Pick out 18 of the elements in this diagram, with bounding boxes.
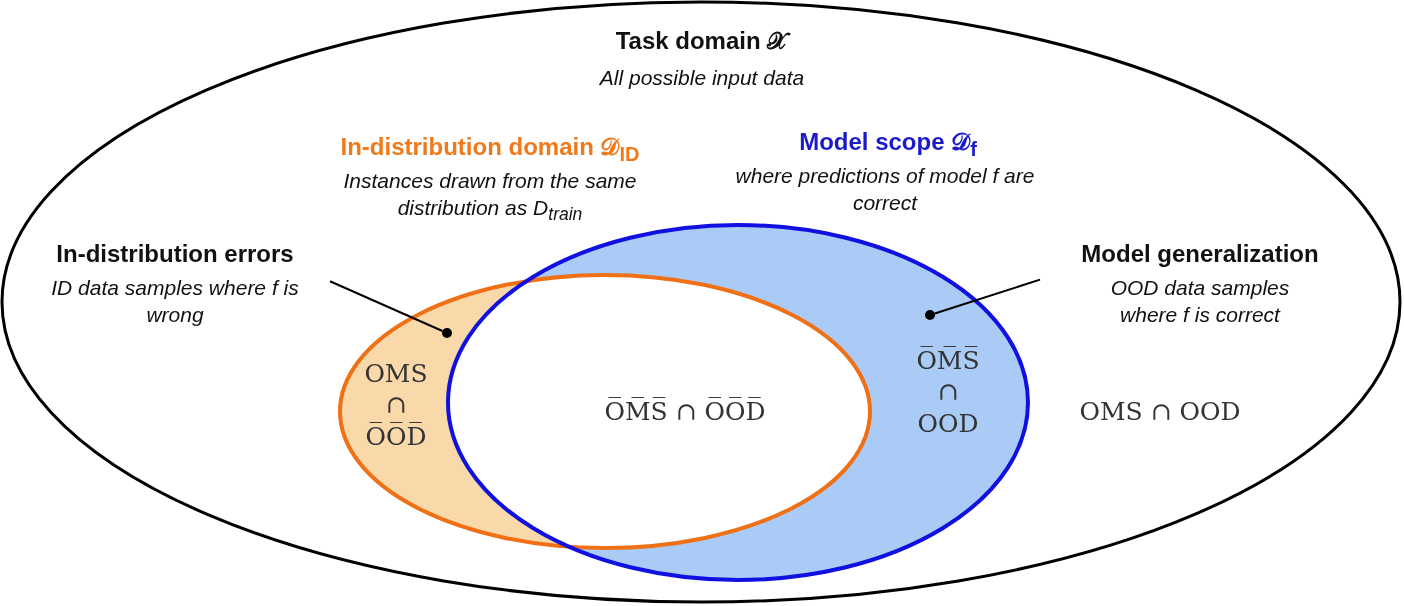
heading: Model generalization: [1080, 240, 1320, 268]
set-expression: O̅M̅S̅ ∩ OOD: [915, 345, 981, 439]
heading: In-distribution errors: [55, 240, 295, 268]
set-expression: O̅M̅S̅ ∩ O̅O̅D̅: [603, 396, 767, 428]
description: All possible input data: [598, 65, 806, 91]
heading: Task domain 𝒳: [614, 27, 792, 55]
description: where predictions of model f are correct: [734, 163, 1036, 217]
description: Instances drawn from the same distribution as D$_{train}$: [342, 168, 638, 227]
marker-dot: [442, 328, 452, 338]
set-expression: OMS ∩ O̅O̅D̅: [363, 358, 429, 452]
leader-line: [933, 278, 1041, 315]
heading: Model scope 𝒟$_{f}$: [798, 128, 978, 161]
set-expression: OMS ∩ OOD: [1078, 396, 1242, 428]
heading: In-distribution domain 𝒟$_{ID}$: [339, 133, 641, 166]
marker-dot: [925, 310, 935, 320]
leader-line: [329, 280, 444, 332]
description: OOD data samples where f is correct: [1109, 275, 1291, 329]
description: ID data samples where f is wrong: [50, 275, 300, 329]
